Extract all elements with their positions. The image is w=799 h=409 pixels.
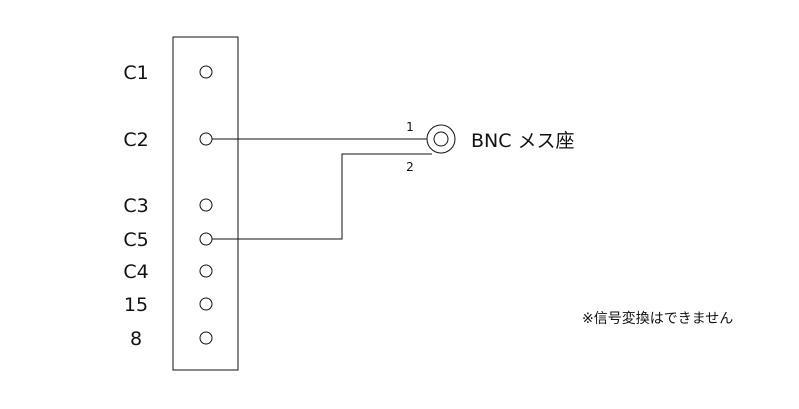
terminal-block [172, 36, 239, 371]
terminal-hole-15 [199, 297, 213, 311]
terminal-label-8: 8 [130, 328, 142, 350]
note-text: ※信号変換はできません [582, 310, 733, 327]
bnc-pin2-label: 2 [406, 160, 414, 174]
terminal-label-c2: C2 [123, 129, 148, 151]
bnc-connector-label: BNC メス座 [471, 130, 575, 152]
bnc-center-pin [433, 131, 449, 147]
terminal-hole-8 [199, 331, 213, 345]
terminal-label-c4: C4 [123, 261, 148, 283]
terminal-label-c1: C1 [123, 62, 148, 84]
terminal-hole-c2 [199, 132, 213, 146]
terminal-hole-c1 [199, 65, 213, 79]
terminal-hole-c4 [199, 264, 213, 278]
bnc-outer-ring [426, 124, 456, 154]
wire-c5-to-bnc-pin2 [212, 153, 432, 240]
terminal-label-15: 15 [124, 294, 148, 316]
terminal-label-c3: C3 [123, 195, 148, 217]
terminal-label-c5: C5 [123, 229, 148, 251]
terminal-hole-c5 [199, 232, 213, 246]
bnc-pin1-label: 1 [406, 120, 414, 134]
terminal-hole-c3 [199, 198, 213, 212]
